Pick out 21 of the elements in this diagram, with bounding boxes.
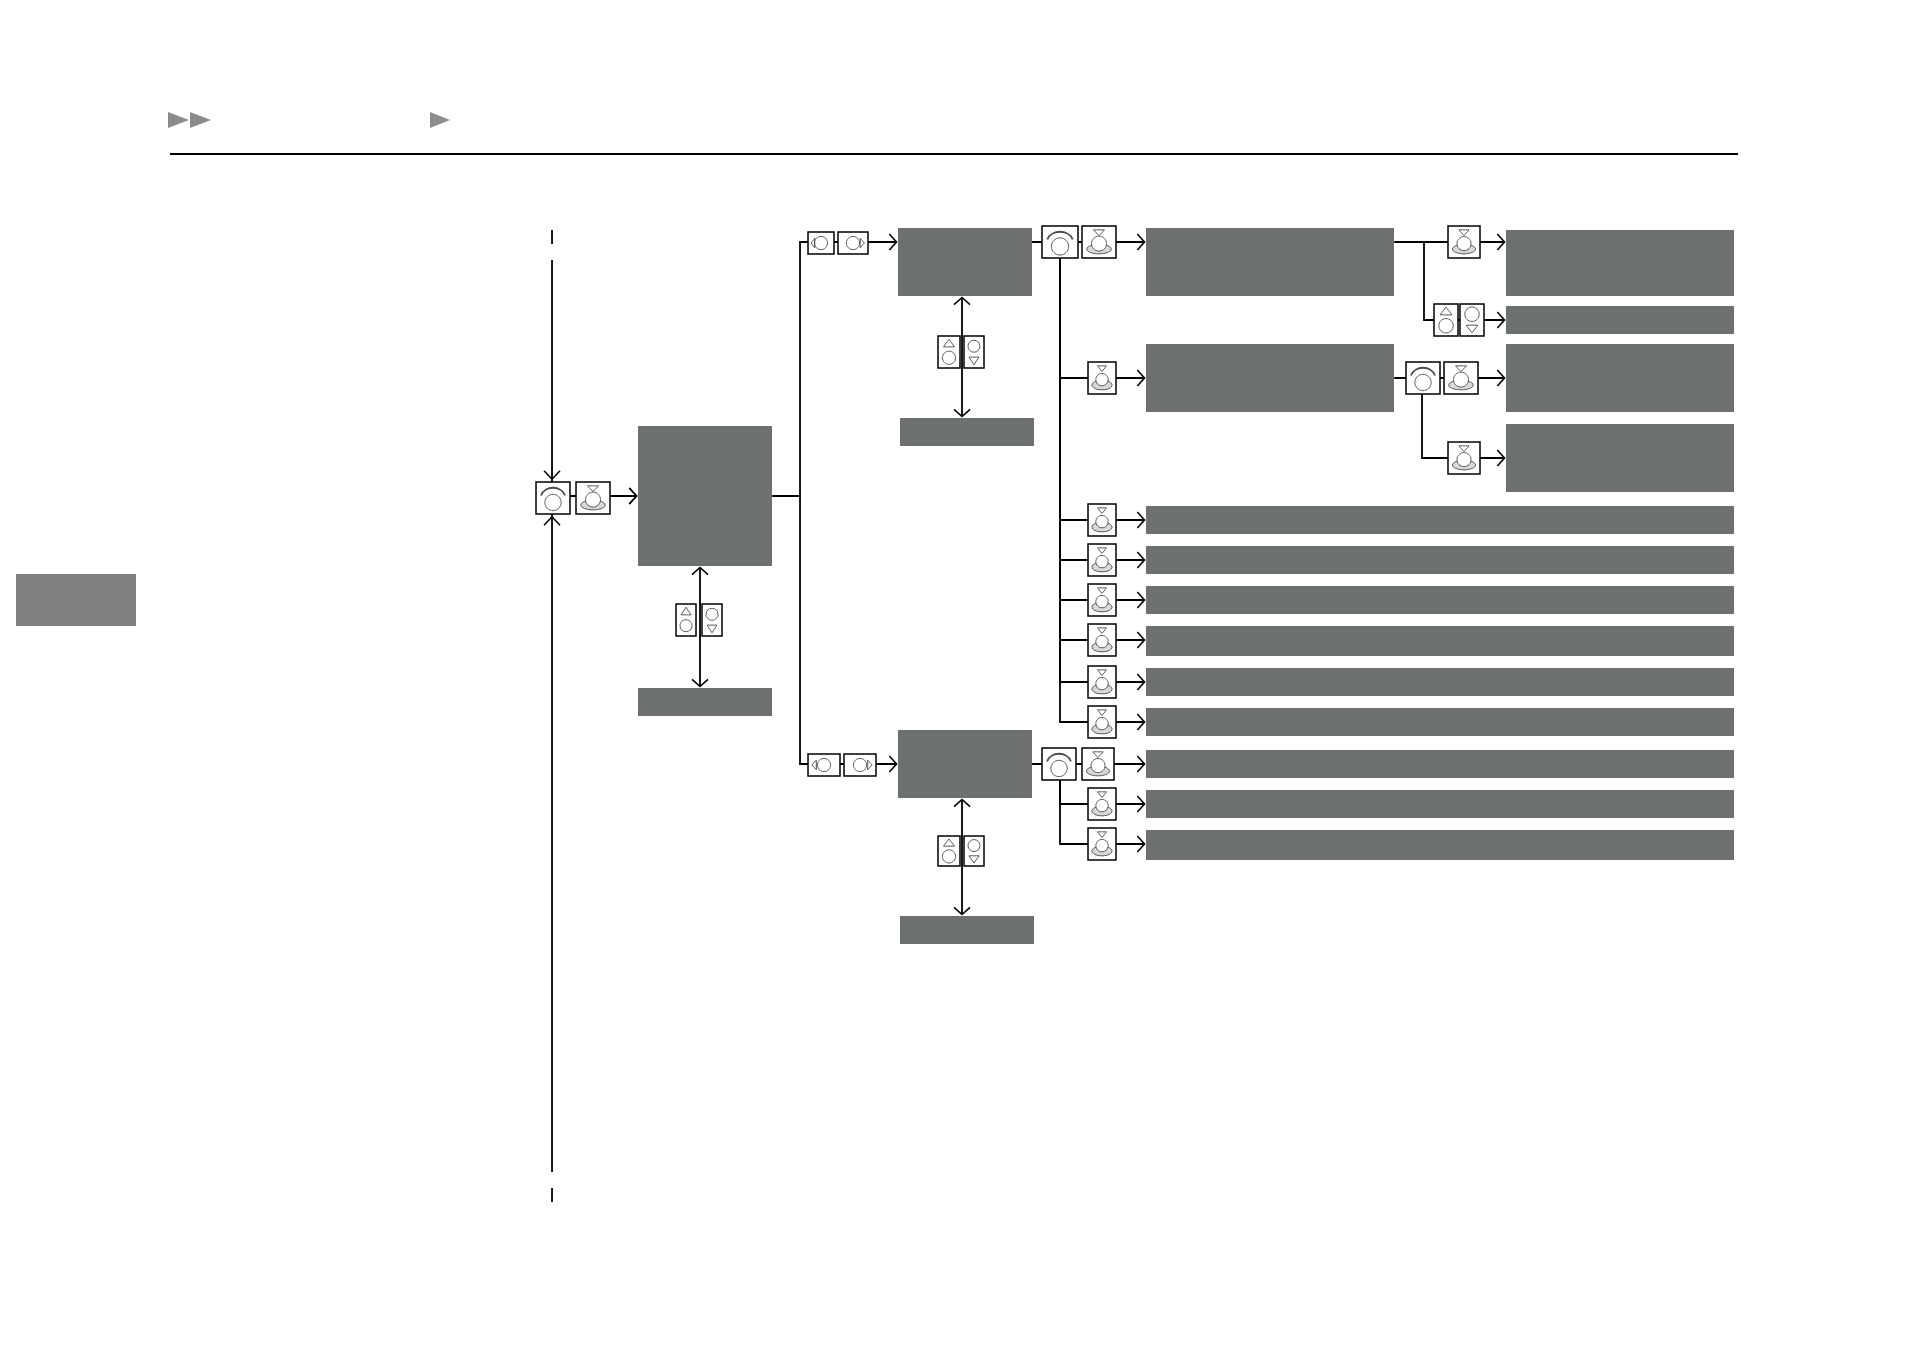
menu-box xyxy=(900,916,1034,944)
menu-box xyxy=(1146,586,1734,614)
menu-box xyxy=(1146,626,1734,656)
menu-box xyxy=(1146,708,1734,736)
menu-box xyxy=(638,426,772,566)
menu-box xyxy=(1506,306,1734,334)
menu-box xyxy=(898,730,1032,798)
menu-box xyxy=(1506,230,1734,296)
menu-box xyxy=(638,688,772,716)
menu-box xyxy=(1146,344,1394,412)
menu-box xyxy=(1146,228,1394,296)
menu-box xyxy=(900,418,1034,446)
menu-box xyxy=(898,228,1032,296)
menu-box xyxy=(1146,668,1734,696)
menu-box xyxy=(1146,506,1734,534)
menu-box xyxy=(1146,830,1734,860)
menu-box xyxy=(1146,790,1734,818)
menu-box xyxy=(1506,424,1734,492)
menu-box xyxy=(1146,546,1734,574)
menu-box xyxy=(1146,750,1734,778)
menu-box xyxy=(1506,344,1734,412)
